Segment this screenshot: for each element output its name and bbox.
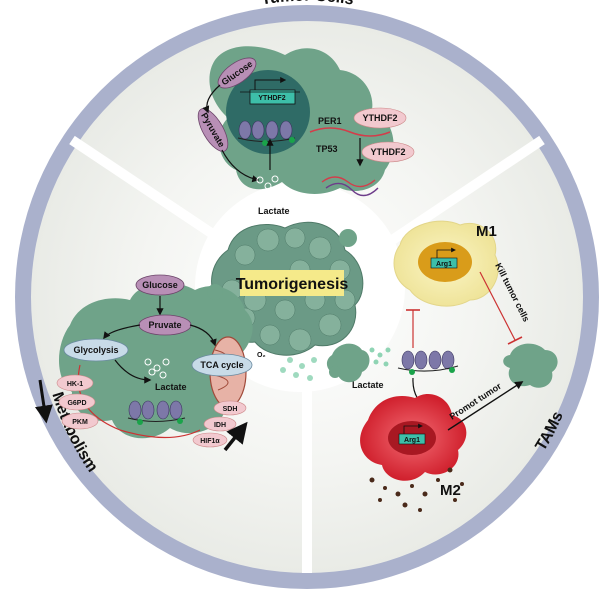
degraded-mrna-red bbox=[321, 176, 376, 188]
svg-text:IDH: IDH bbox=[214, 422, 226, 429]
metabolism-arrow-icon bbox=[34, 379, 53, 424]
ythdf2-gene-box bbox=[249, 89, 296, 105]
o2-label: O₂ bbox=[257, 352, 266, 359]
tumorigenesis-label: Tumorigenesis bbox=[236, 276, 349, 293]
tams-lactate-dots bbox=[369, 347, 391, 367]
lactyl-mark bbox=[409, 369, 415, 375]
tumor-cells-sector: YTHDF2 Glucose Pyruvate Lactate bbox=[197, 46, 415, 216]
promoter-arrow-icon bbox=[254, 77, 287, 90]
m2-arg1-box bbox=[398, 433, 426, 445]
tumor-lactate-label: Lactate bbox=[258, 206, 290, 216]
pkm-pill: PKM bbox=[61, 412, 99, 430]
tams-nucleosomes bbox=[401, 350, 455, 370]
m1-promoter-arrow-icon bbox=[436, 247, 456, 258]
lactyl-mark bbox=[262, 140, 268, 146]
m2-promoter-arrow-icon bbox=[403, 423, 423, 434]
svg-text:YTHDF2: YTHDF2 bbox=[362, 113, 397, 123]
idh-pill: IDH bbox=[203, 416, 237, 432]
lactate-bubbles bbox=[256, 175, 286, 199]
ythdf2-pill-a: YTHDF2 bbox=[353, 107, 407, 129]
satellite-cells bbox=[207, 229, 357, 378]
svg-text:YTHDF2: YTHDF2 bbox=[370, 147, 405, 157]
m2-secretion-dots bbox=[369, 467, 464, 512]
pruvate-to-tca-arrow bbox=[189, 324, 217, 347]
svg-text:G6PD: G6PD bbox=[67, 400, 86, 407]
meta-lactate-bubbles bbox=[144, 358, 170, 379]
m1-arg1-label: Arg1 bbox=[436, 261, 452, 268]
tca-cycle-pill: TCA cycle bbox=[191, 353, 253, 377]
tp53-label: TP53 bbox=[316, 144, 338, 154]
metabolism-cell-body bbox=[58, 282, 253, 439]
svg-text:TCA cycle: TCA cycle bbox=[200, 360, 243, 370]
pyruvate-to-lactate-arrow bbox=[221, 149, 260, 183]
upregulation-arrow-icon bbox=[223, 421, 248, 452]
ythdf2-gene-label: YTHDF2 bbox=[258, 95, 285, 102]
m1-label: M1 bbox=[476, 223, 497, 240]
svg-text:Glycolysis: Glycolysis bbox=[73, 345, 118, 355]
target-tumor-cell bbox=[503, 343, 558, 388]
center-lactate-dots bbox=[280, 357, 317, 381]
per1-mrna bbox=[309, 127, 391, 137]
svg-text:HIF1α: HIF1α bbox=[200, 438, 220, 445]
kill-line bbox=[479, 271, 516, 341]
glycolysis-pill: Glycolysis bbox=[63, 338, 129, 362]
svg-text:PKM: PKM bbox=[72, 419, 88, 426]
m2-arg1-label: Arg1 bbox=[404, 437, 420, 444]
glucose-to-pyruvate-arrow bbox=[202, 84, 221, 114]
svg-text:SDH: SDH bbox=[223, 406, 238, 413]
g6pd-pill: G6PD bbox=[58, 393, 96, 411]
meta-glucose-pill: Glucose bbox=[135, 274, 185, 296]
sdh-pill: SDH bbox=[213, 400, 247, 416]
m2-label: M2 bbox=[440, 482, 461, 499]
meta-nucleosomes bbox=[128, 400, 183, 420]
svg-text:Pruvate: Pruvate bbox=[148, 320, 181, 330]
nucleosomes bbox=[238, 120, 293, 140]
lactyl-mark bbox=[177, 418, 183, 424]
hif1a-pill: HIF1α bbox=[192, 432, 228, 448]
glycolysis-to-lactate-arrow bbox=[114, 359, 152, 384]
metabolism-sector: Glucose Pruvate Glycolysis TCA cycle O₂ … bbox=[56, 274, 266, 452]
meta-lactate-label: Lactate bbox=[155, 382, 187, 392]
lactyl-mark bbox=[289, 137, 295, 143]
tumorigenesis-label-box bbox=[240, 270, 344, 296]
lactyl-mark bbox=[449, 367, 455, 373]
svg-text:Glucose: Glucose bbox=[142, 280, 178, 290]
promote-tumor-arrow bbox=[447, 381, 524, 431]
ring-label-tumor-cells: Tumor Cells bbox=[260, 0, 355, 9]
meta-pruvate-pill: Pruvate bbox=[138, 314, 192, 336]
per1-label: PER1 bbox=[318, 116, 342, 126]
ythdf2-pill-b: YTHDF2 bbox=[361, 141, 415, 163]
degraded-mrna-purple bbox=[325, 182, 379, 197]
tams-lactate-label: Lactate bbox=[352, 380, 384, 390]
m1-arg1-box bbox=[430, 257, 458, 269]
hk1-pill: HK-1 bbox=[56, 374, 94, 392]
pruvate-to-glycolysis-arrow bbox=[103, 324, 141, 340]
lactyl-mark bbox=[137, 419, 143, 425]
pyruvate-pill: Pyruvate bbox=[197, 108, 229, 152]
svg-text:HK-1: HK-1 bbox=[67, 381, 83, 388]
kill-inhibit-bar bbox=[507, 336, 523, 345]
